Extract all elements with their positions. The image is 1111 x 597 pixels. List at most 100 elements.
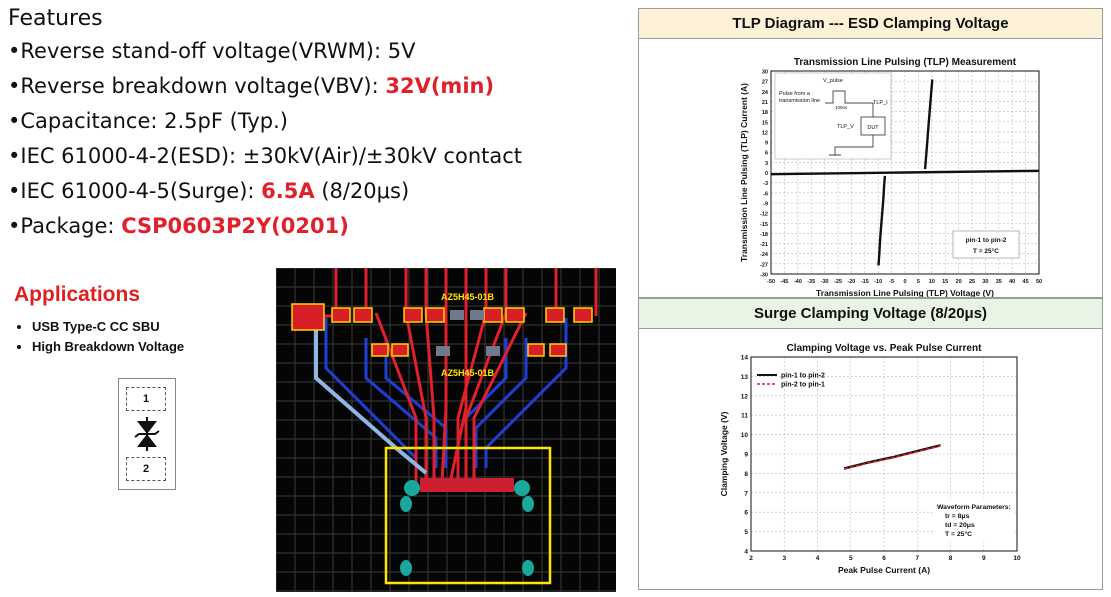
feature-item: •Package: CSP0603P2Y(0201) — [8, 209, 608, 244]
y-tick-label: 30 — [762, 70, 768, 76]
x-tick-label: 3 — [782, 555, 786, 562]
inset-label: TLP_I — [873, 100, 888, 106]
feature-highlight: 6.5A — [261, 179, 315, 203]
inset-label: TLP_V — [837, 124, 854, 130]
annotation-text: Waveform Parameters: — [937, 504, 1011, 511]
y-tick-label: -30 — [760, 273, 768, 279]
inset-label: 100ns — [835, 105, 848, 110]
feature-text: •Reverse breakdown voltage(VBV): — [8, 74, 386, 98]
x-tick-label: -30 — [821, 279, 829, 285]
x-tick-label: 6 — [882, 555, 886, 562]
feature-text: •Capacitance: 2.5pF (Typ.) — [8, 109, 288, 133]
inset-label: Pulse from a — [779, 91, 811, 97]
annotation-text: td = 20μs — [945, 522, 975, 529]
tlp-panel: TLP Diagram --- ESD Clamping Voltage Tra… — [638, 8, 1103, 298]
pin-2-pad: 2 — [126, 457, 166, 481]
inset-wire — [855, 102, 874, 117]
inset-label: V_pulse — [823, 78, 843, 84]
y-tick-label: 6 — [765, 151, 768, 157]
y-tick-label: 4 — [744, 549, 748, 556]
inset-pulse-wire — [825, 90, 855, 104]
y-tick-label: -9 — [763, 201, 768, 207]
feature-text: •Reverse stand-off voltage(VRWM): 5V — [8, 39, 416, 63]
y-tick-label: 10 — [741, 432, 749, 439]
features-title: Features — [8, 6, 103, 31]
y-tick-label: 5 — [744, 529, 748, 536]
applications-list: USB Type-C CC SBU High Breakdown Voltage — [14, 317, 184, 357]
y-tick-label: -12 — [760, 212, 768, 218]
x-tick-label: 15 — [942, 279, 948, 285]
feature-text: •IEC 61000-4-5(Surge): — [8, 179, 262, 203]
y-tick-label: 13 — [741, 374, 749, 381]
annotation-text: tr = 8μs — [945, 513, 970, 520]
series-line-0 — [923, 79, 934, 170]
series-line-2 — [770, 169, 1040, 176]
x-tick-label: 2 — [749, 555, 753, 562]
tvs-diode-icon — [134, 417, 160, 451]
plot-frame — [770, 70, 1040, 275]
x-tick-label: 40 — [1009, 279, 1015, 285]
y-tick-label: -24 — [760, 252, 769, 258]
feature-highlight: CSP0603P2Y(0201) — [121, 214, 349, 238]
x-tick-label: 7 — [915, 555, 919, 562]
y-tick-label: 12 — [762, 130, 768, 136]
feature-highlight: 32V(min) — [385, 74, 495, 98]
chart-title: Transmission Line Pulsing (TLP) Measurem… — [794, 57, 1017, 68]
application-item: USB Type-C CC SBU — [32, 317, 184, 337]
x-tick-label: 45 — [1023, 279, 1029, 285]
feature-tail: (8/20μs) — [314, 179, 410, 203]
x-tick-label: 5 — [917, 279, 920, 285]
x-tick-label: 25 — [969, 279, 975, 285]
y-tick-label: 15 — [762, 120, 768, 126]
series-line-1 — [843, 445, 941, 470]
y-tick-label: 8 — [744, 471, 748, 478]
y-tick-label: -18 — [760, 232, 768, 238]
y-tick-label: 6 — [744, 510, 748, 517]
feature-item: •Capacitance: 2.5pF (Typ.) — [8, 104, 608, 139]
application-item: High Breakdown Voltage — [32, 337, 184, 357]
y-tick-label: -27 — [760, 262, 768, 268]
x-tick-label: -10 — [874, 279, 882, 285]
inset-frame — [774, 72, 892, 160]
y-tick-label: 9 — [744, 452, 748, 459]
surge-panel-header: Surge Clamping Voltage (8/20μs) — [639, 299, 1102, 329]
chart-title: Clamping Voltage vs. Peak Pulse Current — [787, 343, 983, 354]
features-section: Features •Reverse stand-off voltage(VRWM… — [8, 4, 608, 244]
x-axis-label: Peak Pulse Current (A) — [838, 565, 930, 575]
y-tick-label: 14 — [741, 355, 749, 362]
y-tick-label: 11 — [741, 413, 748, 420]
tlp-chart: Transmission Line Pulsing (TLP) Measurem… — [739, 57, 1042, 297]
inset-label: transmission line — [779, 98, 820, 104]
x-tick-label: 9 — [982, 555, 986, 562]
x-tick-label: -45 — [780, 279, 788, 285]
feature-item: •Reverse breakdown voltage(VBV): 32V(min… — [8, 69, 608, 104]
tlp-panel-header: TLP Diagram --- ESD Clamping Voltage — [639, 9, 1102, 39]
x-tick-label: 0 — [903, 279, 906, 285]
legend-label: pin-1 to pin-2 — [781, 373, 825, 380]
pcb-layout-image: AZ5H45-01B AZ5H45-01B — [275, 267, 616, 592]
package-diagram: 1 2 — [118, 378, 176, 490]
x-tick-label: -25 — [834, 279, 842, 285]
inset-label: DUT — [867, 125, 879, 131]
feature-item: •IEC 61000-4-5(Surge): 6.5A (8/20μs) — [8, 174, 608, 209]
x-tick-label: -20 — [847, 279, 855, 285]
y-tick-label: -15 — [760, 222, 768, 228]
x-tick-label: 50 — [1036, 279, 1042, 285]
y-tick-label: 12 — [741, 393, 749, 400]
feature-item: •Reverse stand-off voltage(VRWM): 5V — [8, 34, 608, 69]
pcb-label: AZ5H45-01B — [441, 292, 495, 302]
y-tick-label: -3 — [763, 181, 768, 187]
feature-text: •IEC 61000-4-2(ESD): ±30kV(Air)/±30kV co… — [8, 144, 523, 168]
x-tick-label: -35 — [807, 279, 815, 285]
x-tick-label: 20 — [956, 279, 962, 285]
x-tick-label: 8 — [949, 555, 953, 562]
y-tick-label: 0 — [765, 171, 768, 177]
y-tick-label: -6 — [763, 191, 768, 197]
x-tick-label: -40 — [794, 279, 802, 285]
x-tick-label: 30 — [982, 279, 988, 285]
applications-title: Applications — [14, 283, 141, 306]
x-tick-label: -5 — [889, 279, 894, 285]
legend-label: pin-2 to pin-1 — [781, 382, 825, 389]
y-tick-label: 18 — [762, 110, 768, 116]
annotation-text: pin-1 to pin-2 — [966, 237, 1007, 244]
